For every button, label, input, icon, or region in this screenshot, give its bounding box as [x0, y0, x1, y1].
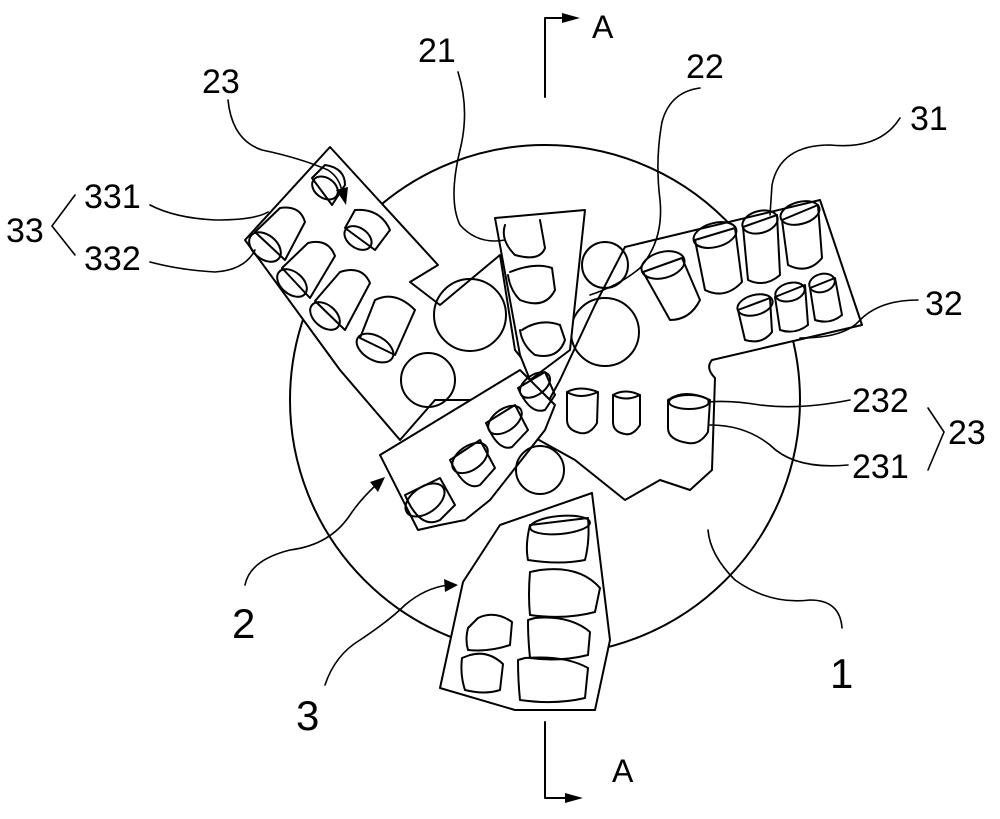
ref-label-232: 232: [852, 382, 909, 420]
ref-label-3: 3: [296, 692, 319, 739]
ref-label-332: 332: [84, 240, 141, 278]
ref-label-1: 1: [830, 650, 853, 697]
ref-label-32: 32: [925, 285, 963, 323]
ref-label-33: 33: [6, 212, 44, 250]
ref-label-21: 21: [418, 32, 456, 70]
ref-label-22: 22: [686, 48, 724, 86]
ref-label-2: 2: [232, 600, 255, 647]
section-label-bottom: A: [612, 753, 634, 789]
ref-label-231: 231: [852, 448, 909, 486]
ref-label-23-right: 23: [948, 414, 986, 452]
blade-bottom: [440, 493, 610, 710]
ref-label-331: 331: [84, 178, 141, 216]
ref-label-23-top: 23: [202, 63, 240, 101]
ref-label-31: 31: [910, 100, 948, 138]
section-label-top: A: [592, 9, 614, 45]
